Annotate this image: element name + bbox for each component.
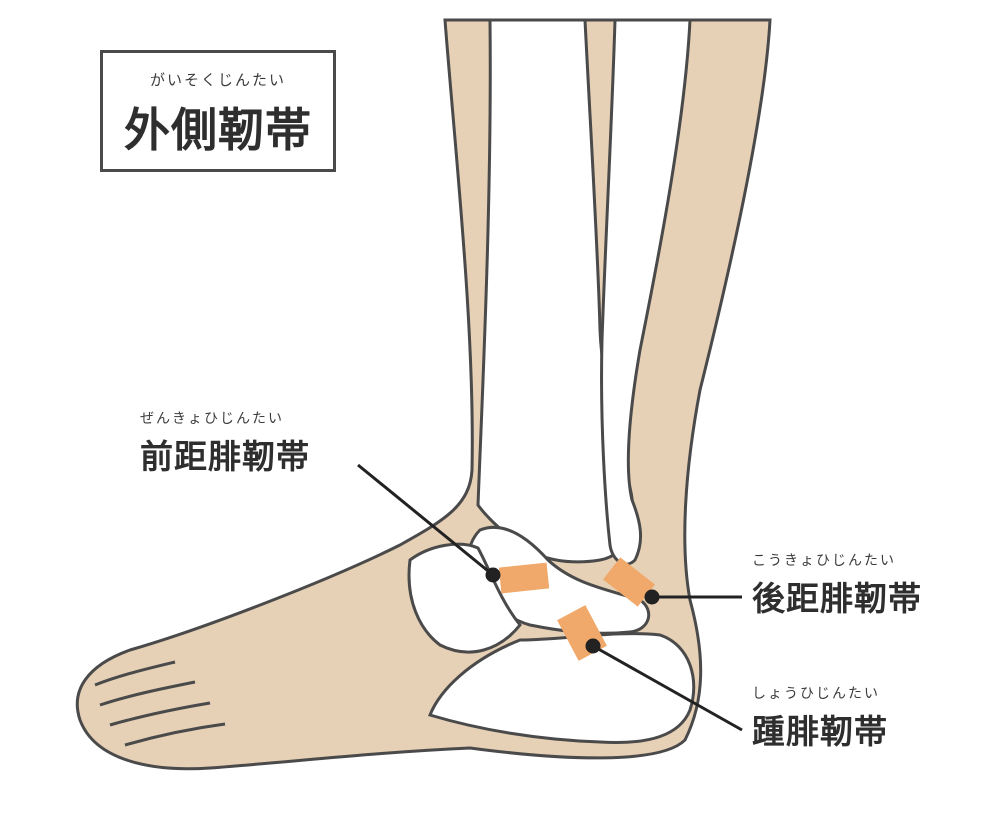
label-ptfl: こうきょひじんたい 後距腓靭帯	[752, 550, 922, 620]
toe-lines	[94, 660, 226, 747]
atfl-name: 前距腓靭帯	[140, 437, 310, 476]
midfoot-bones	[407, 542, 522, 654]
ptfl-name: 後距腓靭帯	[752, 579, 922, 618]
calcaneus-bone	[427, 632, 696, 744]
label-cfl: しょうひじんたい 踵腓靭帯	[752, 683, 888, 753]
ligament-ptfl	[603, 557, 655, 607]
leader-lines	[357, 463, 743, 732]
fibula-bone	[600, 18, 692, 566]
title-text: 外側靭帯	[124, 103, 312, 157]
leg-foot-skin	[75, 18, 772, 771]
title-box: がいそくじんたい 外側靭帯	[100, 50, 336, 172]
cfl-ruby: しょうひじんたい	[752, 686, 880, 702]
ptfl-ruby: こうきょひじんたい	[752, 553, 896, 569]
title-ruby: がいそくじんたい	[149, 71, 286, 89]
cfl-name: 踵腓靭帯	[752, 712, 888, 751]
atfl-ruby: ぜんきょひじんたい	[140, 411, 284, 427]
tibia-bone	[476, 18, 635, 564]
ligament-atfl	[498, 562, 550, 594]
label-atfl: ぜんきょひじんたい 前距腓靭帯	[140, 408, 310, 478]
